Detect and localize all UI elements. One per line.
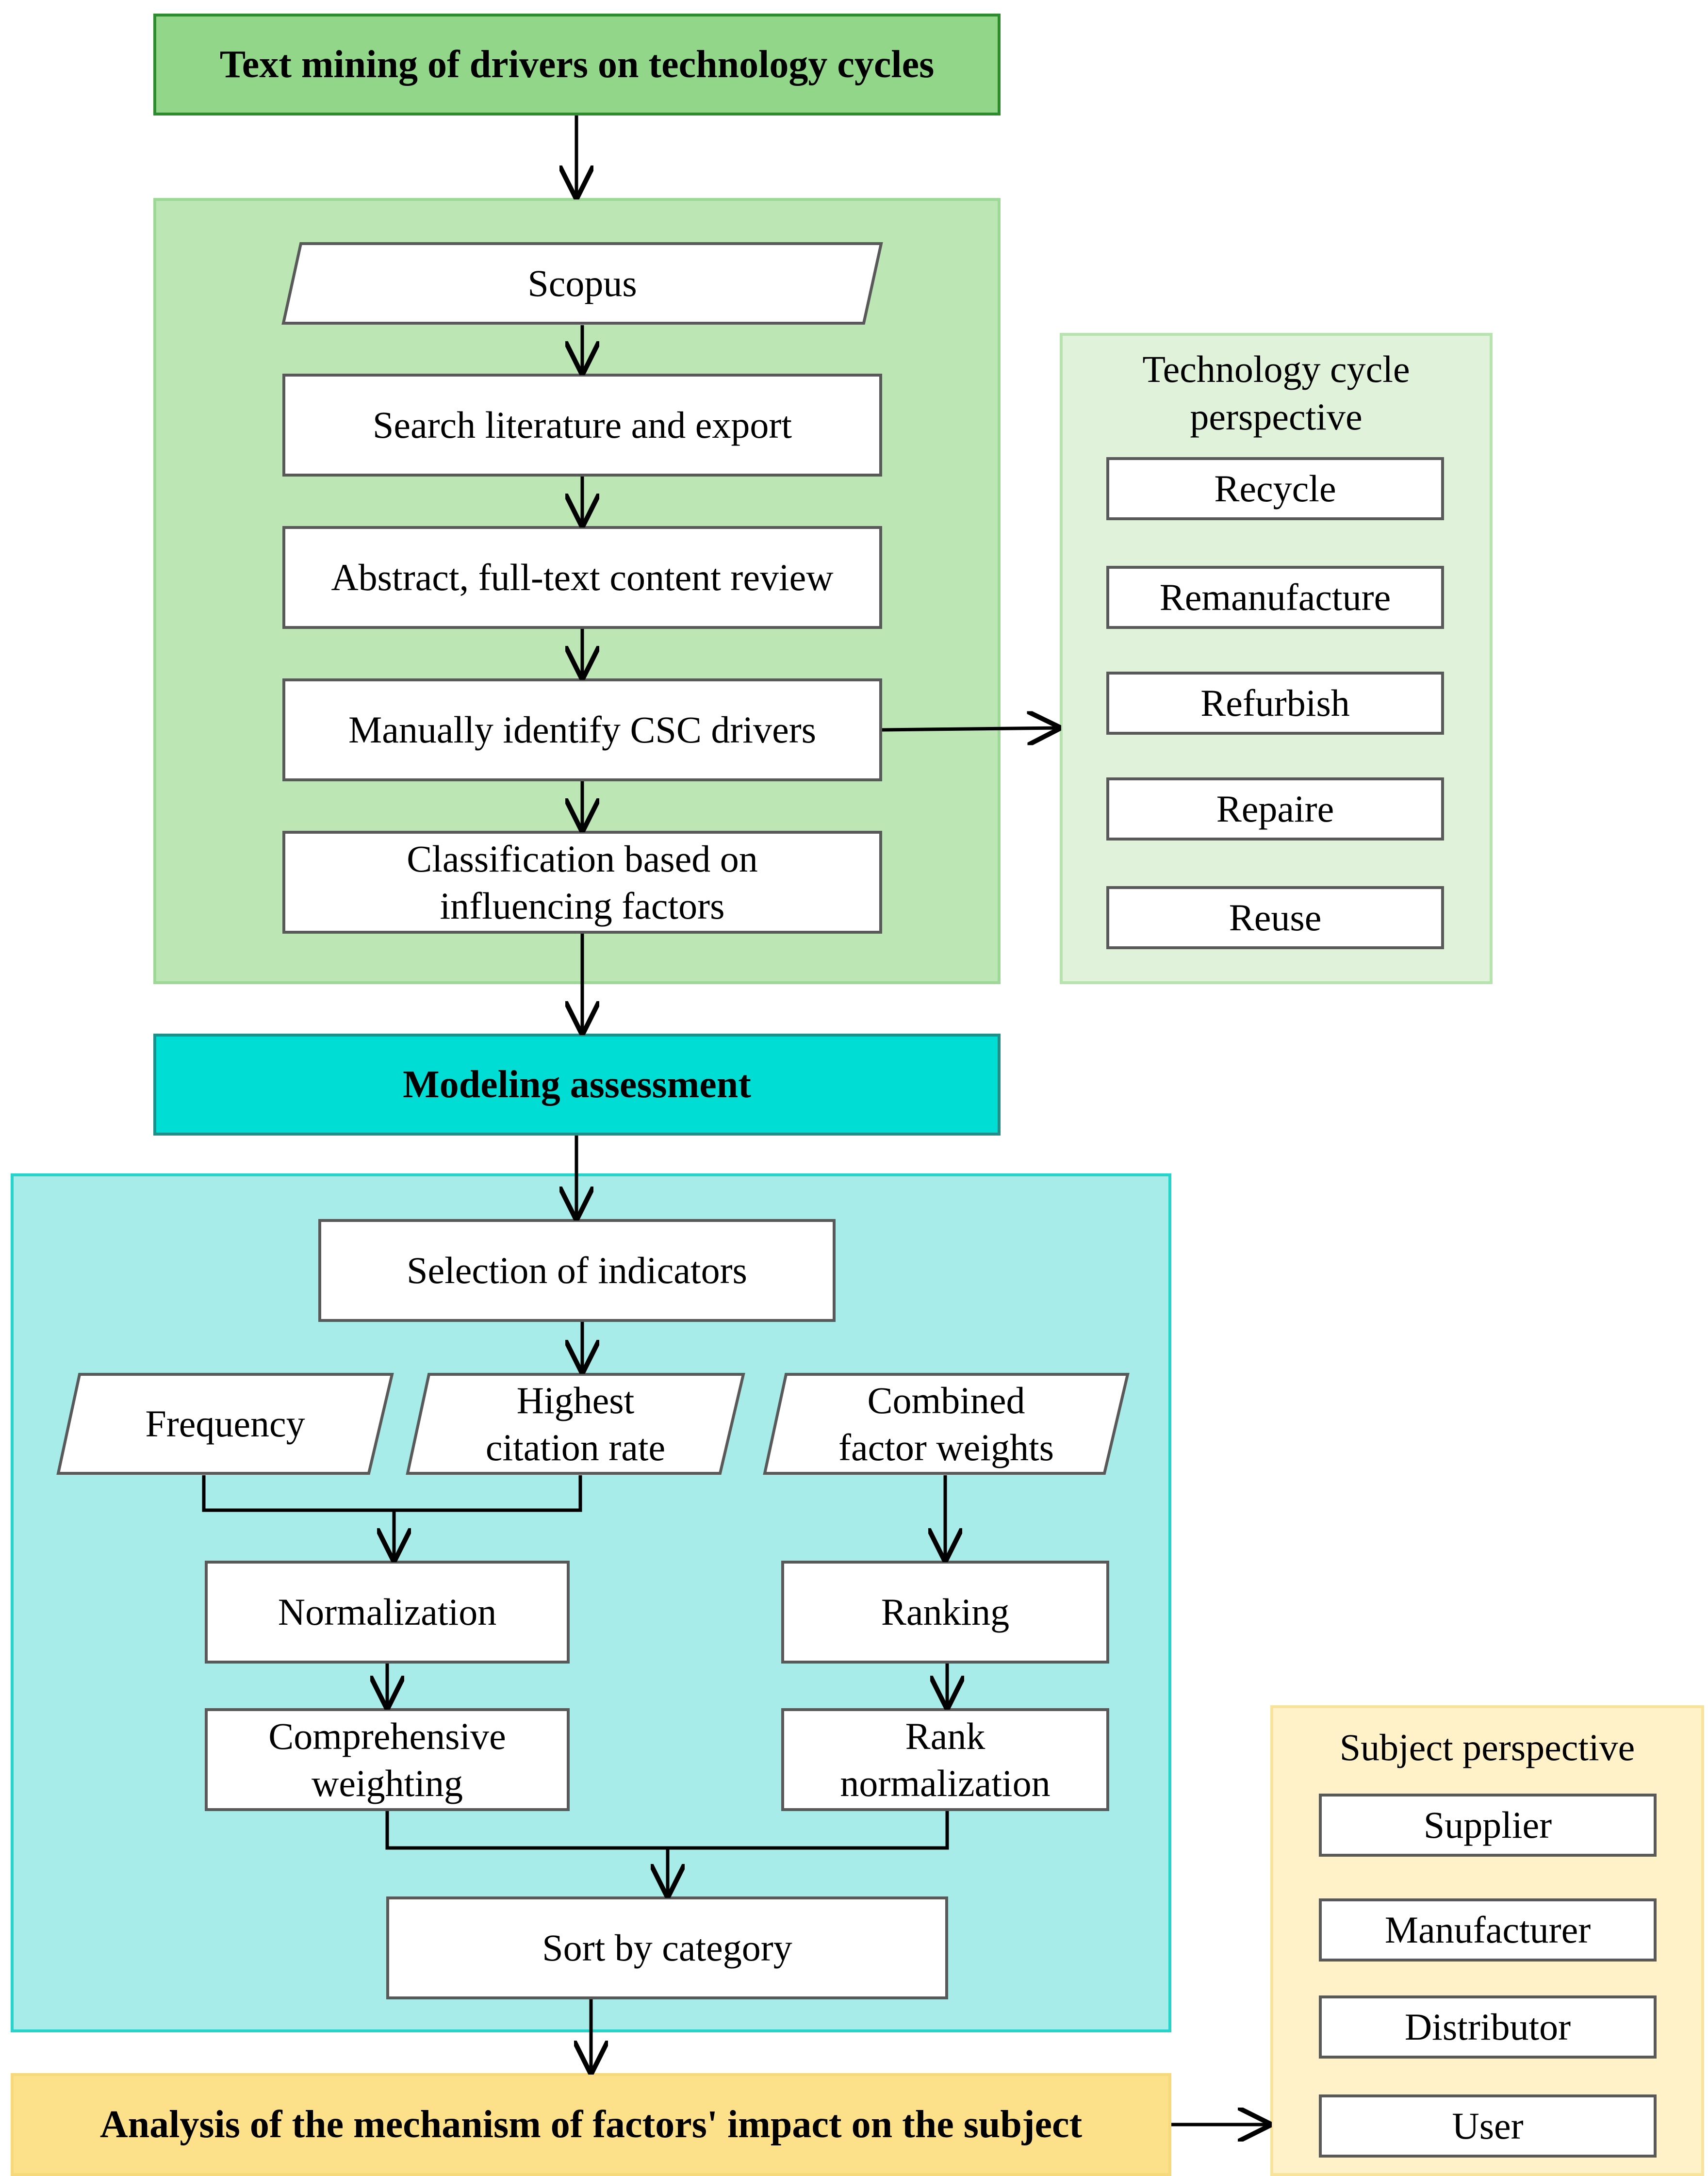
frequency-label: Frequency (145, 1402, 305, 1445)
tech-cycle-item: Recycle (1106, 457, 1444, 520)
citation-rate-label: Highest citation rate (485, 1379, 666, 1469)
subject-item: Supplier (1319, 1794, 1657, 1857)
arrow-identify-to-tech-cycle (882, 728, 1058, 730)
ranking-box: Ranking (781, 1561, 1109, 1664)
selection-indicators-box: Selection of indicators (318, 1219, 836, 1322)
tech-cycle-item: Repaire (1106, 777, 1444, 841)
classification-box: Classification based on influencing fact… (282, 831, 882, 934)
analysis-header: Analysis of the mechanism of factors' im… (11, 2073, 1171, 2176)
rank-normalization-box: Rank normalization (781, 1708, 1109, 1811)
combined-weights-label: Combined factor weights (838, 1379, 1054, 1469)
scopus-source: Scopus (281, 242, 883, 325)
content-review-box: Abstract, full-text content review (282, 526, 882, 629)
citation-rate-input: Highest citation rate (406, 1372, 745, 1475)
subject-item: Manufacturer (1319, 1898, 1657, 1962)
tech-cycle-item: Remanufacture (1106, 566, 1444, 629)
tech-cycle-item: Reuse (1106, 886, 1444, 949)
subject-item: Distributor (1319, 1995, 1657, 2059)
modeling-header: Modeling assessment (153, 1034, 1001, 1136)
search-literature-box: Search literature and export (282, 374, 882, 477)
frequency-input: Frequency (56, 1372, 394, 1475)
connector-weights-merge (385, 1811, 949, 1850)
subject-item: User (1319, 2094, 1657, 2158)
comprehensive-weighting-box: Comprehensive weighting (205, 1708, 570, 1811)
sort-category-box: Sort by category (386, 1896, 948, 1999)
tech-cycle-panel (1060, 333, 1493, 984)
connector-frequency-citation-merge (202, 1475, 582, 1512)
tech-cycle-item: Refurbish (1106, 672, 1444, 735)
text-mining-header: Text mining of drivers on technology cyc… (153, 14, 1001, 115)
subject-title: Subject perspective (1339, 1726, 1635, 1768)
scopus-label: Scopus (527, 262, 637, 305)
tech-cycle-title: Technology cycle perspective (1142, 348, 1410, 438)
identify-drivers-box: Manually identify CSC drivers (282, 678, 882, 781)
combined-weights-input: Combined factor weights (763, 1372, 1130, 1475)
normalization-box: Normalization (205, 1561, 570, 1664)
